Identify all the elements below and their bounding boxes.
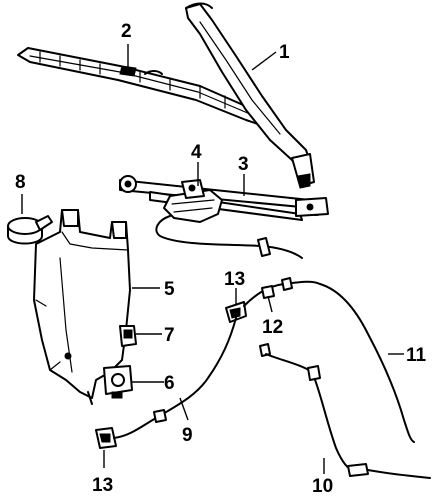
hose-connector-lower (95, 427, 117, 449)
callout-8: 8 (15, 172, 26, 193)
washer-pump (103, 365, 133, 399)
callout-7: 7 (164, 325, 175, 346)
wiper-arm (185, 2, 315, 189)
callout-9: 9 (182, 425, 193, 446)
callout-13-lower: 13 (92, 475, 113, 496)
leader-lines (21, 44, 404, 474)
callout-13-upper: 13 (224, 269, 245, 290)
callout-2: 2 (121, 21, 132, 42)
callout-11: 11 (406, 345, 427, 366)
callout-10: 10 (312, 476, 333, 497)
callout-1: 1 (279, 42, 290, 63)
washer-hose (113, 277, 321, 439)
callout-12: 12 (262, 317, 283, 338)
hose-connector-upper (225, 301, 247, 323)
rear-hose-section (259, 343, 431, 479)
callout-6: 6 (164, 373, 175, 394)
wiper-linkage (119, 175, 329, 221)
rear-washer-hose (319, 283, 415, 443)
callout-5: 5 (164, 279, 175, 300)
callout-3: 3 (238, 154, 249, 175)
reservoir-cap (7, 215, 53, 245)
callout-4: 4 (191, 142, 202, 163)
level-sensor (119, 325, 137, 347)
callouts: 1 2 3 4 5 6 7 8 9 10 11 12 13 13 (15, 21, 427, 497)
